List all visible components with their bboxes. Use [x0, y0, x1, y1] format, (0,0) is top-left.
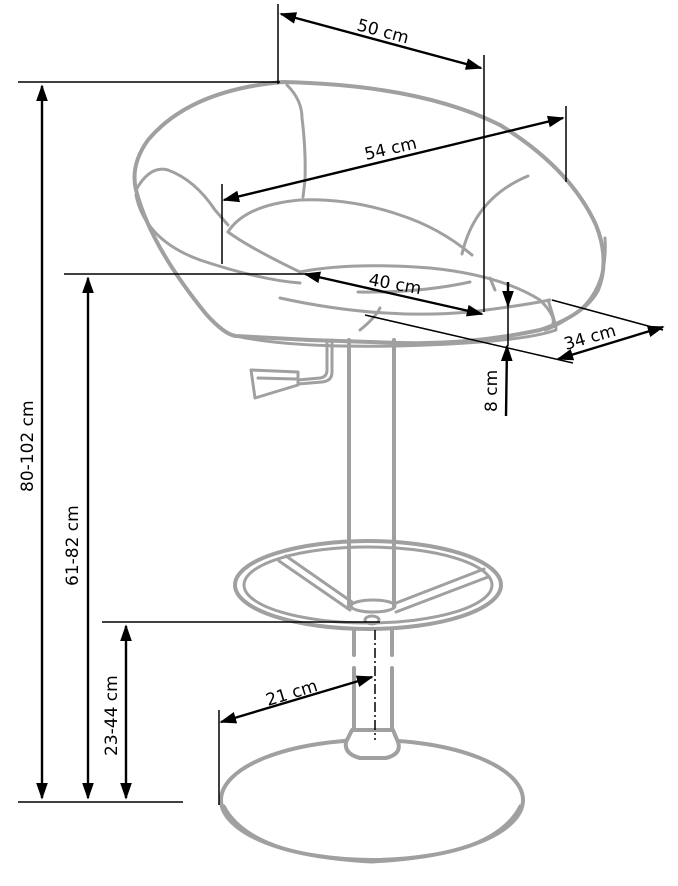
dimension-seat-thickness: 8 cm — [482, 282, 514, 417]
dimension-seat-height: 61-82 cm — [63, 276, 94, 800]
upper-column — [347, 338, 396, 608]
dimension-seat-inner-width: 40 cm — [64, 270, 484, 317]
label-seat-thickness: 8 cm — [482, 370, 502, 412]
label-backrest-depth: 50 cm — [355, 16, 411, 49]
label-total-height: 80-102 cm — [18, 400, 38, 492]
label-footrest-height: 23-44 cm — [102, 675, 122, 756]
dimension-seat-depth: 34 cm — [364, 299, 665, 364]
dimension-seat-width: 54 cm — [221, 106, 567, 264]
label-seat-inner-width: 40 cm — [367, 270, 423, 299]
footrest-ring — [233, 539, 503, 631]
base-collar — [343, 728, 401, 760]
dimension-base-radius: 21 cm — [218, 630, 376, 805]
label-base-radius: 21 cm — [264, 676, 320, 711]
dimension-lines: 50 cm 54 cm 40 cm 34 cm 8 cm — [18, 4, 665, 805]
label-seat-height: 61-82 cm — [63, 505, 83, 586]
seat-shell — [132, 80, 607, 348]
dimension-total-height: 80-102 cm — [18, 81, 280, 803]
stool-drawing — [132, 80, 607, 864]
height-lever — [249, 338, 334, 400]
dimension-footrest-height: 23-44 cm — [102, 621, 380, 800]
